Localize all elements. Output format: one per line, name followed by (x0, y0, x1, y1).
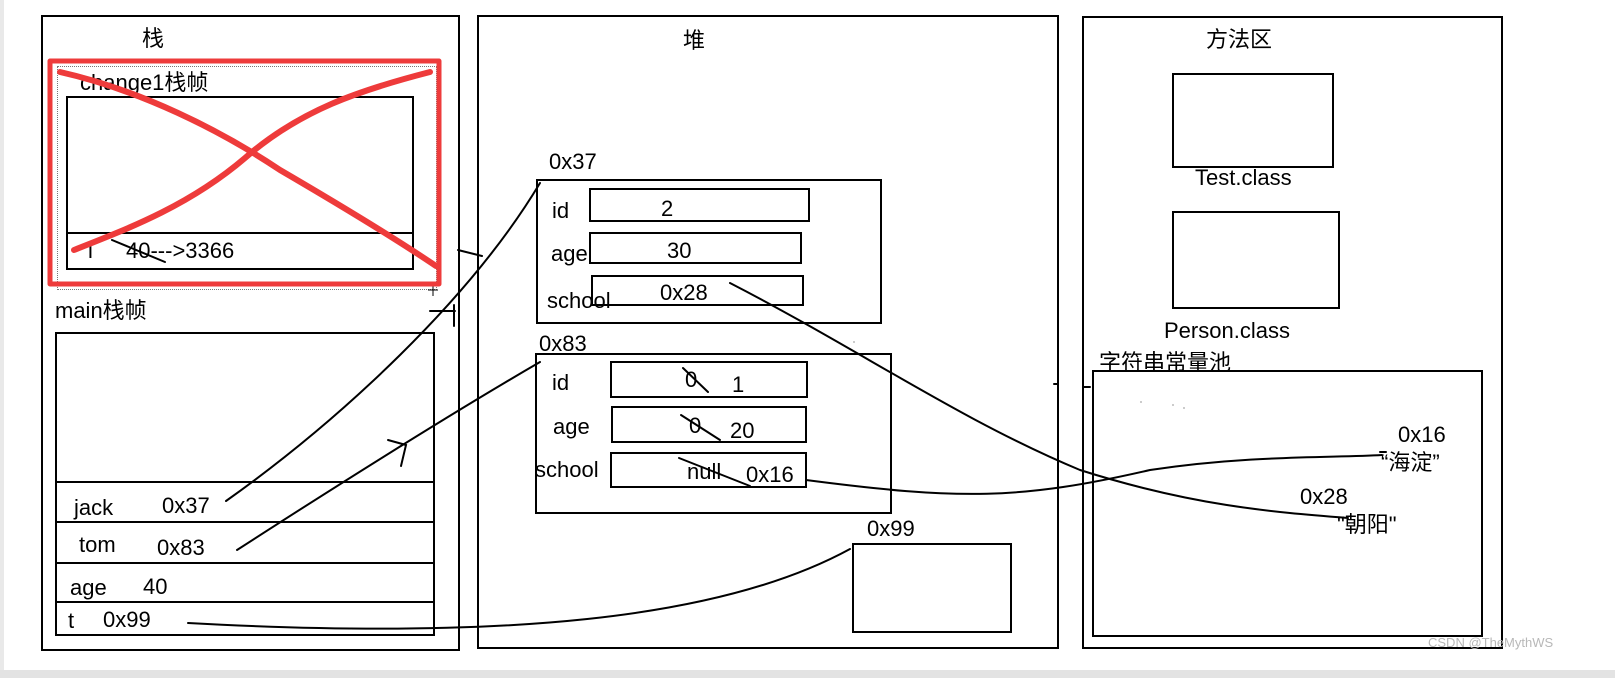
heap-title: 堆 (683, 28, 706, 53)
field-box-age (589, 232, 802, 264)
field-box-id (589, 188, 810, 222)
main-frame-divider (55, 562, 435, 564)
object-box-0x99 (852, 543, 1012, 633)
field-box-id (610, 361, 808, 398)
field-label-id: id (552, 370, 570, 395)
class-label-test: Test.class (1195, 165, 1292, 190)
field-value-school: 0x28 (660, 280, 708, 305)
bottom-scroll-area (0, 670, 1615, 678)
var-value-t: 0x99 (103, 607, 151, 632)
string-value-0x28: "朝阳" (1337, 512, 1397, 537)
main-frame-divider (55, 601, 435, 603)
class-box-test (1172, 73, 1334, 168)
string-address-0x28: 0x28 (1300, 484, 1348, 509)
field-label-age: age (553, 414, 590, 439)
change1-frame-divider (66, 232, 414, 234)
change1-var-name: i (88, 238, 93, 263)
main-frame-box (55, 332, 435, 636)
method-area-title: 方法区 (1206, 27, 1273, 52)
var-value-jack: 0x37 (162, 493, 210, 518)
var-name-t: t (68, 608, 75, 633)
class-box-person (1172, 211, 1340, 309)
change1-frame-box (66, 96, 414, 270)
main-frame-label: main栈帧 (55, 298, 147, 323)
stack-title: 栈 (142, 26, 165, 51)
var-name-jack: jack (74, 495, 114, 520)
field-old-value-id: 0 (685, 367, 698, 392)
field-value-school: 0x16 (746, 462, 794, 487)
string-pool-box (1092, 370, 1483, 637)
var-name-tom: tom (79, 532, 116, 557)
change1-var-value: 40--->3366 (126, 238, 235, 263)
field-label-age: age (551, 241, 588, 266)
field-value-id: 1 (732, 372, 745, 397)
field-box-age (611, 406, 807, 443)
field-value-id: 2 (661, 196, 674, 221)
object-address-0x83: 0x83 (539, 331, 587, 356)
string-value-0x16: “海淀” (1381, 450, 1440, 475)
main-frame-divider (55, 481, 435, 483)
field-label-school: school (535, 457, 599, 482)
object-address-0x37: 0x37 (549, 149, 597, 174)
field-label-id: id (552, 198, 570, 223)
var-value-tom: 0x83 (157, 535, 205, 560)
string-address-0x16: 0x16 (1398, 422, 1446, 447)
main-frame-divider (55, 521, 435, 523)
object-address-0x99: 0x99 (867, 516, 915, 541)
field-label-school: school (547, 288, 611, 313)
field-old-value-school: null (687, 459, 722, 484)
watermark: CSDN @TheMythWS (1428, 635, 1554, 650)
class-label-person: Person.class (1164, 318, 1290, 343)
change1-frame-label: change1栈帧 (80, 70, 209, 95)
left-edge (0, 0, 4, 678)
var-name-age: age (70, 575, 107, 600)
var-value-age: 40 (143, 574, 168, 599)
field-value-age: 30 (667, 238, 692, 263)
field-value-age: 20 (730, 418, 755, 443)
field-old-value-age: 0 (689, 413, 702, 438)
